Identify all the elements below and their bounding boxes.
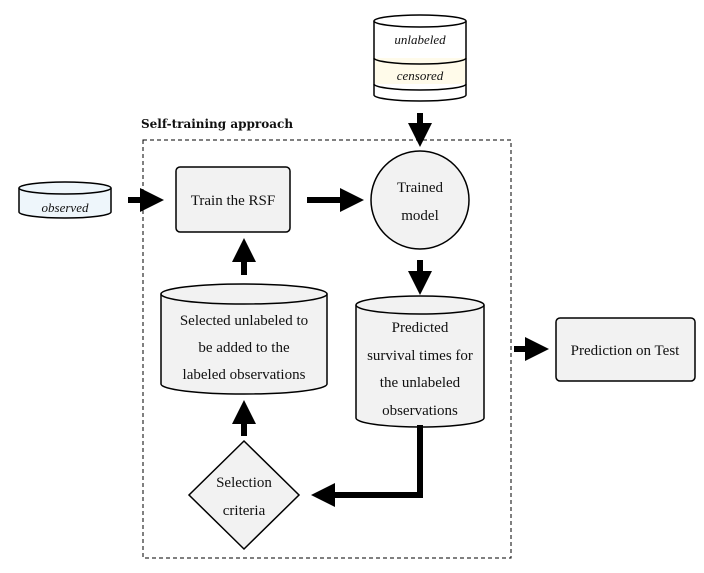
selected-label-line2: be added to the [198, 340, 290, 356]
selection-label-line1: Selection [216, 475, 272, 491]
trained-model-label-line1: Trained [397, 180, 444, 196]
selection-label-line2: criteria [223, 503, 266, 519]
arrow-predicted-to-selection [311, 425, 423, 507]
selected-unlabeled-cylinder: Selected unlabeled to be added to the la… [160, 283, 328, 395]
self-training-group-box [142, 139, 512, 559]
selection-criteria-diamond [187, 439, 301, 551]
selected-label-line3: labeled observations [183, 367, 306, 383]
train-rsf-box [175, 166, 291, 233]
trained-model-circle [370, 150, 470, 250]
prediction-test-label: Prediction on Test [571, 343, 680, 359]
unlabeled-censored-database: unlabeled censored [373, 14, 467, 102]
train-rsf-label: Train the RSF [191, 193, 275, 209]
predicted-label-line2: survival times for [367, 348, 473, 364]
prediction-test-box [555, 317, 696, 382]
group-label: Self-training approach [141, 117, 293, 131]
observed-database: observed [18, 181, 112, 219]
predicted-survival-cylinder: Predicted survival times for the unlabel… [355, 295, 485, 428]
trained-model-label-line2: model [401, 208, 439, 224]
observed-label: observed [42, 200, 89, 215]
censored-label: censored [397, 68, 444, 83]
predicted-label-line3: the unlabeled [380, 375, 461, 391]
arrows [128, 113, 549, 507]
selected-label-line1: Selected unlabeled to [180, 313, 308, 329]
predicted-label-line1: Predicted [392, 320, 449, 336]
predicted-label-line4: observations [382, 403, 458, 419]
unlabeled-label: unlabeled [394, 32, 446, 47]
